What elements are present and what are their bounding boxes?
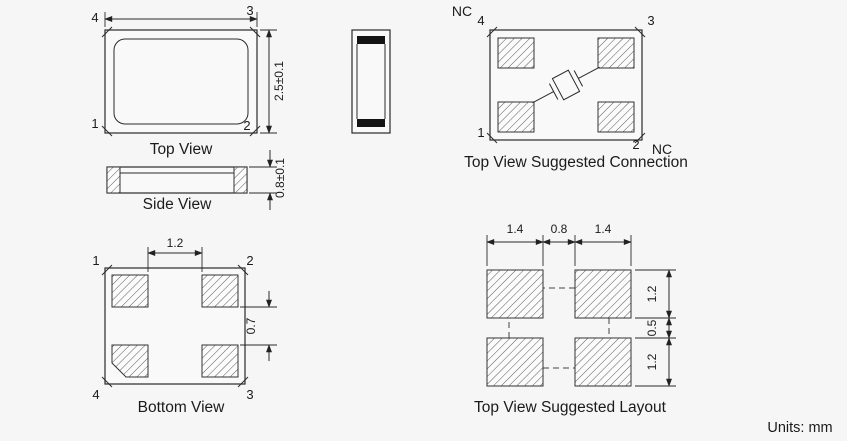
- layout-dim-top-mid-label: 0.8: [551, 222, 568, 236]
- top-view-pin-3-label: 3: [246, 3, 253, 18]
- corner-mark: [634, 26, 646, 38]
- corner-mark: [249, 26, 261, 38]
- package-end-profile: [351, 29, 391, 134]
- corner-mark: [101, 376, 113, 388]
- bottom-view-pin-1-label: 1: [92, 253, 99, 268]
- corner-mark: [249, 125, 261, 137]
- crystal-plate: [548, 83, 559, 100]
- crystal-symbol: [532, 66, 600, 104]
- corner-mark: [101, 125, 113, 137]
- side-view-outline: [106, 166, 248, 194]
- connection-pad-2: [597, 101, 635, 133]
- layout-package-dashed-outline: [508, 287, 610, 369]
- connection-pin-4-label: 4: [477, 13, 484, 28]
- bottom-view-pin-3-label: 3: [246, 387, 253, 402]
- layout-dim-right-mid-label: 0.5: [645, 319, 659, 336]
- corner-mark: [101, 264, 113, 276]
- connection-pin-3-label: 3: [647, 13, 654, 28]
- layout-dim-top-right-label: 1.4: [595, 222, 612, 236]
- corner-mark: [237, 264, 249, 276]
- layout-pad-top-right: [574, 269, 632, 319]
- top-view-corner-marks: [101, 26, 261, 137]
- top-view-height-dim-label: 2.5±0.1: [272, 61, 286, 101]
- bottom-view-pin-4-label: 4: [92, 387, 99, 402]
- layout-pad-bottom-right: [574, 337, 632, 387]
- layout-dim-top-left-label: 1.4: [507, 222, 524, 236]
- bottom-view-gap-dim-label: 1.2: [167, 236, 184, 250]
- top-view-package-outline: [104, 29, 258, 134]
- top-view-pin-2-label: 2: [243, 118, 250, 133]
- side-view-right-castellation: [233, 166, 248, 194]
- top-view: 2.5±0.1 4 3 1 2 Top View: [91, 3, 286, 158]
- side-view: 0.8±0.1 Side View: [106, 150, 287, 213]
- layout-dim-right-top-label: 1.2: [645, 285, 659, 302]
- layout-pad-bottom-left: [486, 337, 544, 387]
- end-profile-outline: [351, 29, 391, 134]
- top-view-title: Top View: [150, 141, 213, 158]
- connection-pin-1-label: 1: [477, 125, 484, 140]
- corner-mark: [486, 132, 498, 144]
- top-view-lid-outline: [113, 38, 249, 125]
- corner-mark: [634, 132, 646, 144]
- units-label: Units: mm: [767, 420, 832, 436]
- connection-pad-4: [497, 37, 535, 69]
- connection-view: NC NC 4 3 1 2 Top View Suggested Connect…: [452, 3, 688, 171]
- top-view-pin-1-label: 1: [91, 116, 98, 131]
- bottom-pad-3: [201, 344, 239, 378]
- layout-dim-right-bottom-label: 1.2: [645, 353, 659, 370]
- bottom-view-title: Bottom View: [138, 399, 226, 416]
- crystal-lead: [532, 91, 554, 104]
- bottom-pad-2: [201, 274, 239, 308]
- side-view-thickness-dim-label: 0.8±0.1: [273, 158, 287, 198]
- crystal-lead: [578, 66, 600, 79]
- end-profile-top-metal: [357, 36, 385, 44]
- bottom-view-corner-marks: [101, 264, 249, 388]
- side-view-title: Side View: [143, 196, 212, 213]
- bottom-pad-1: [111, 274, 149, 308]
- connection-pad-1: [497, 101, 535, 133]
- top-view-pin-4-label: 4: [91, 10, 98, 25]
- nc-label-bottom: NC: [652, 141, 672, 157]
- corner-mark: [237, 376, 249, 388]
- side-view-left-castellation: [106, 166, 121, 194]
- layout-view-title: Top View Suggested Layout: [474, 399, 667, 416]
- bottom-view-pin-2-label: 2: [246, 253, 253, 268]
- crystal-body: [551, 69, 581, 101]
- connection-corner-marks: [486, 26, 646, 144]
- bottom-view-vgap-dim-label: 0.7: [244, 317, 258, 334]
- bottom-pad-4-index: [111, 344, 149, 378]
- layout-pad-top-left: [486, 269, 544, 319]
- corner-mark: [486, 26, 498, 38]
- layout-view: 1.4 0.8 1.4 1.2 0.5 1.2 Top View Suggest…: [474, 222, 676, 416]
- nc-label-top: NC: [452, 3, 472, 19]
- bottom-view: 1.2 0.7 1 2 4 3 Bottom View: [92, 236, 277, 416]
- corner-mark: [101, 26, 113, 38]
- end-profile-bottom-metal: [357, 119, 385, 127]
- connection-view-title: Top View Suggested Connection: [464, 154, 688, 171]
- connection-pad-3: [597, 37, 635, 69]
- connection-pin-2-label: 2: [632, 137, 639, 152]
